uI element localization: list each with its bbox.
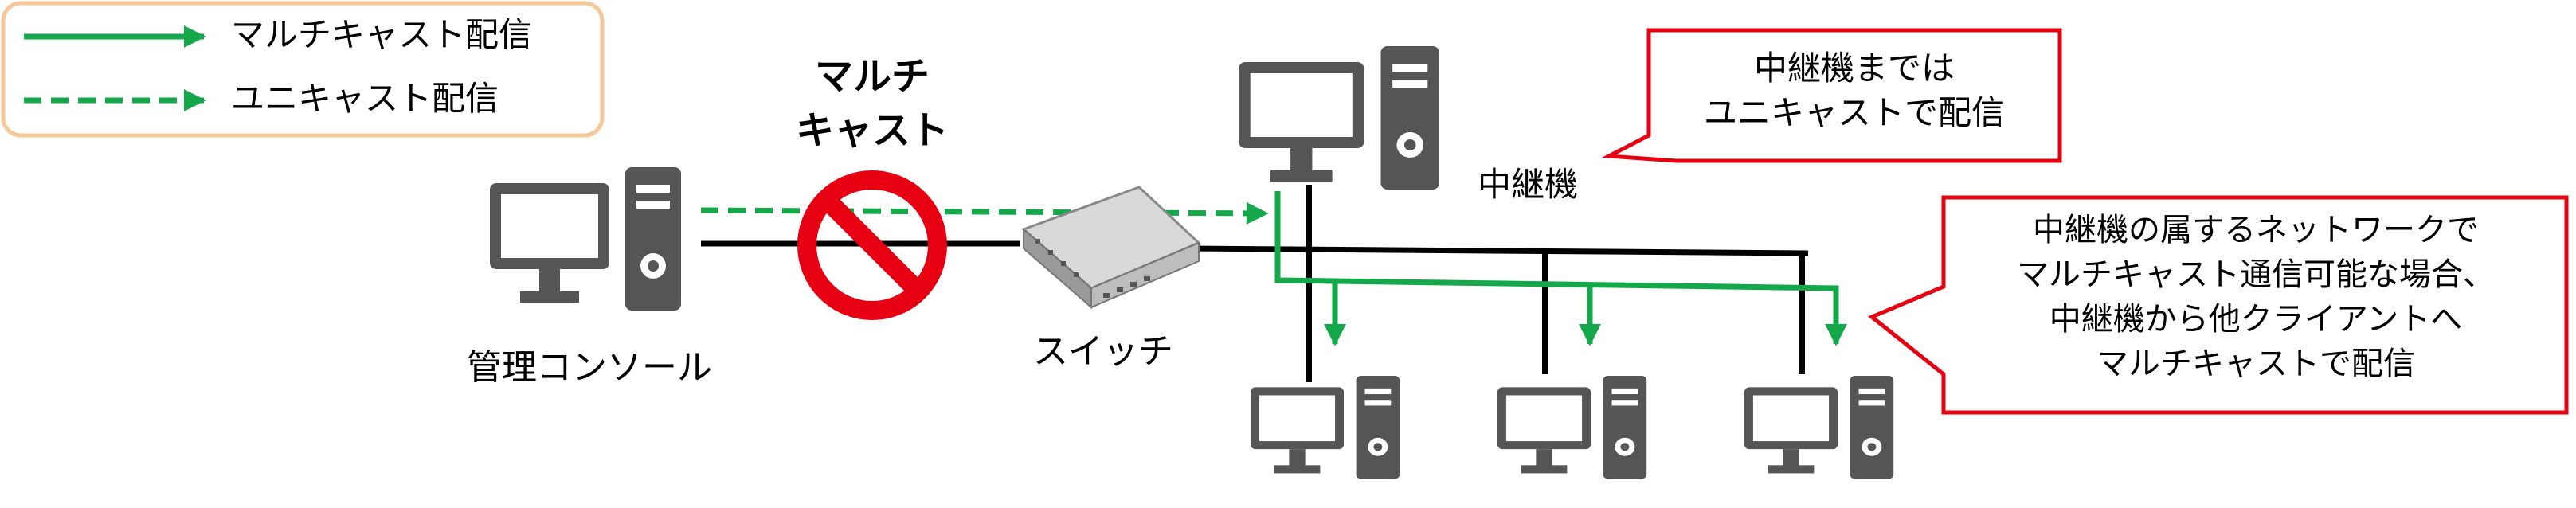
network-callout-line4: マルチキャストで配信 xyxy=(2096,346,2415,382)
network-callout-line3: 中継機から他クライアントへ xyxy=(2049,301,2462,338)
legend: マルチキャスト配信 ユニキャスト配信 xyxy=(1,1,605,138)
client-computer-icon xyxy=(1497,376,1647,479)
manager-console: 管理コンソール xyxy=(467,167,712,388)
legend-multicast-label: マルチキャスト配信 xyxy=(231,15,532,54)
relay-computer-icon xyxy=(1239,46,1439,190)
blocked-multicast-line1: マルチ xyxy=(815,54,930,99)
prohibited-slash xyxy=(819,192,926,299)
unicast-path xyxy=(700,201,1269,225)
client-2 xyxy=(1497,376,1647,479)
cable-backbone xyxy=(1186,245,1809,256)
network-callout-box xyxy=(1868,195,2569,415)
manager-computer-icon xyxy=(490,167,681,311)
multicast-paths xyxy=(1274,191,1847,346)
client-computer-icon xyxy=(1744,376,1894,479)
prohibited-icon xyxy=(797,170,947,320)
network-callout: 中継機の属するネットワークで マルチキャスト通信可能な場合、 中継機から他クライ… xyxy=(1868,195,2569,415)
legend-unicast-label: ユニキャスト配信 xyxy=(231,79,499,118)
relay-callout-line1: 中継機までは xyxy=(1754,49,1955,88)
network-callout-line2: マルチキャスト通信可能な場合、 xyxy=(2017,256,2495,293)
network-callout-line1: 中継機の属するネットワークで xyxy=(2033,212,2479,248)
client-1 xyxy=(1251,376,1400,479)
relay-callout: 中継機までは ユニキャストで配信 xyxy=(1601,28,2062,163)
relay-label: 中継機 xyxy=(1478,165,1578,204)
relay-machine: 中継機 xyxy=(1239,46,1578,204)
relay-callout-line2: ユニキャストで配信 xyxy=(1704,93,2005,132)
switch-label: スイッチ xyxy=(1033,331,1173,372)
blocked-multicast-line2: キャスト xyxy=(796,108,949,153)
relay-callout-box xyxy=(1601,28,2062,163)
client-3 xyxy=(1744,376,1894,479)
no-multicast-sign: マルチ キャスト xyxy=(796,54,949,320)
network-switch: スイッチ xyxy=(1021,186,1201,372)
multicast-main-path xyxy=(1274,191,1847,346)
client-computer-icon xyxy=(1251,376,1400,479)
manager-label: 管理コンソール xyxy=(467,347,712,388)
